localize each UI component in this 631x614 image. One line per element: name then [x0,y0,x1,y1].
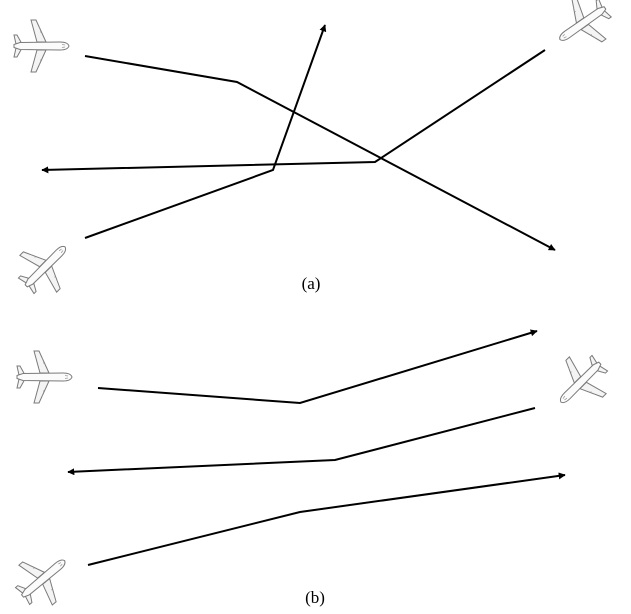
airplane-icon [5,540,82,614]
airplane-icon [13,19,70,73]
airplane-a1 [13,19,70,73]
airplane-icon [542,344,619,421]
trajectory-a1 [84,55,556,251]
caption-b: (b) [305,588,325,607]
airplane-icon [16,350,73,404]
airplane-icon [544,0,621,62]
airplane-b1 [16,350,73,404]
panel-b: (b) [5,329,619,614]
airplane-a2 [544,0,621,62]
airplane-a3 [7,228,84,305]
trajectory-b1 [97,329,538,405]
panel-a: (a) [7,0,621,305]
trajectory-a3 [84,24,327,239]
trajectory-a2 [41,49,546,174]
airplane-b2 [542,344,619,421]
trajectory-b3 [87,472,566,566]
airplane-b3 [5,540,82,614]
airplane-icon [7,228,84,305]
caption-a: (a) [302,274,321,293]
trajectory-b2 [67,407,536,476]
